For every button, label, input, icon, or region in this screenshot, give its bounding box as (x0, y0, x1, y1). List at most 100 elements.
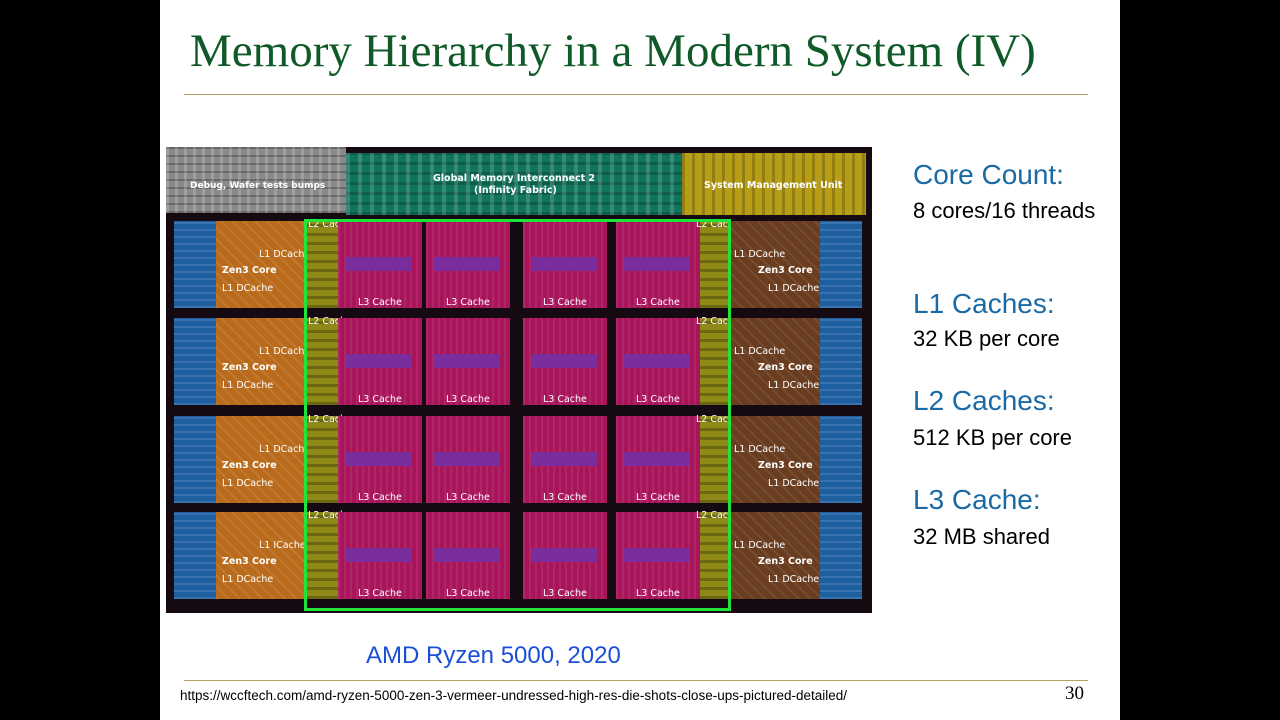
l2-left-1 (306, 318, 338, 405)
l1-lower-left-2: L1 DCache (222, 478, 274, 489)
l3-label-0-2: L3 Cache (543, 297, 587, 308)
core-left-1 (216, 318, 306, 405)
l2-label-right-0: L2 Cache (696, 219, 740, 230)
l3-label-2-2: L3 Cache (543, 492, 587, 503)
debug-label: Debug, Wafer tests bumps (190, 181, 326, 191)
l1-upper-right-0: L1 DCache (734, 249, 786, 260)
core-left-2 (216, 416, 306, 503)
l2-right-3 (700, 512, 730, 599)
slide: Memory Hierarchy in a Modern System (IV)… (160, 0, 1120, 720)
fpu-left-3 (174, 512, 216, 599)
l1-upper-left-1: L1 DCache (259, 346, 311, 357)
l2-right-0 (700, 221, 730, 308)
l2-left-0 (306, 221, 338, 308)
title-divider (184, 94, 1088, 95)
l1-lower-right-0: L1 DCache (768, 283, 820, 294)
source-link[interactable]: https://wccftech.com/amd-ryzen-5000-zen-… (180, 688, 848, 703)
l2-label-left-2: L2 Cache (308, 414, 352, 425)
l3-label-2-3: L3 Cache (636, 492, 680, 503)
slide-title: Memory Hierarchy in a Modern System (IV) (190, 25, 1036, 77)
core-left-3 (216, 512, 306, 599)
figure-caption: AMD Ryzen 5000, 2020 (366, 642, 621, 669)
l1-upper-left-0: L1 DCache (259, 249, 311, 260)
infinity-fabric-region (346, 153, 682, 215)
l3-tags-2-2 (531, 452, 597, 466)
l1-upper-right-2: L1 DCache (734, 444, 786, 455)
die-shot: Debug, Wafer tests bumps Global Memory In… (166, 147, 872, 613)
fpu-right-1 (820, 318, 862, 405)
l2-right-2 (700, 416, 730, 503)
stat-value-l3: 32 MB shared (913, 524, 1050, 549)
l3-tags-2-0 (346, 452, 412, 466)
l1-upper-left-3: L1 ICache (259, 540, 306, 551)
core-right-1 (730, 318, 820, 405)
core-right-3 (730, 512, 820, 599)
core-right-0 (730, 221, 820, 308)
l2-label-left-1: L2 Cache (308, 316, 352, 327)
l3-tags-2-3 (624, 452, 690, 466)
core-label-right-3: Zen3 Core (758, 556, 813, 567)
stat-value-l1: 32 KB per core (913, 326, 1060, 351)
stat-label-l1: L1 Caches: (913, 288, 1055, 319)
l1-lower-left-3: L1 DCache (222, 574, 274, 585)
l3-label-0-1: L3 Cache (446, 297, 490, 308)
l2-right-1 (700, 318, 730, 405)
l2-label-right-2: L2 Cache (696, 414, 740, 425)
l3-tags-1-1 (434, 354, 500, 368)
l3-label-3-3: L3 Cache (636, 588, 680, 599)
core-label-left-2: Zen3 Core (222, 460, 277, 471)
core-right-2 (730, 416, 820, 503)
l2-left-3 (306, 512, 338, 599)
l3-tags-1-3 (624, 354, 690, 368)
core-label-right-2: Zen3 Core (758, 460, 813, 471)
l3-tags-3-0 (346, 548, 412, 562)
l3-tags-0-0 (346, 257, 412, 271)
core-label-left-3: Zen3 Core (222, 556, 277, 567)
l1-upper-left-2: L1 DCache (259, 444, 311, 455)
l3-tags-0-2 (531, 257, 597, 271)
l1-lower-right-1: L1 DCache (768, 380, 820, 391)
page-number: 30 (1065, 683, 1084, 704)
l2-label-right-3: L2 Cache (696, 510, 740, 521)
l1-upper-right-1: L1 DCache (734, 346, 786, 357)
l3-tags-3-1 (434, 548, 500, 562)
stat-value-l2: 512 KB per core (913, 425, 1072, 450)
core-label-right-0: Zen3 Core (758, 265, 813, 276)
l3-label-3-1: L3 Cache (446, 588, 490, 599)
l1-lower-left-0: L1 DCache (222, 283, 274, 294)
stat-label-l2: L2 Caches: (913, 385, 1055, 416)
l3-label-1-2: L3 Cache (543, 394, 587, 405)
l1-upper-right-3: L1 DCache (734, 540, 786, 551)
l3-label-1-3: L3 Cache (636, 394, 680, 405)
infinity-fabric-label: Global Memory Interconnect 2 (433, 173, 596, 184)
fpu-left-0 (174, 221, 216, 308)
l3-label-0-3: L3 Cache (636, 297, 680, 308)
l3-label-0-0: L3 Cache (358, 297, 402, 308)
l3-label-2-1: L3 Cache (446, 492, 490, 503)
l3-tags-3-2 (531, 548, 597, 562)
l2-label-left-3: L2 Cache (308, 510, 352, 521)
core-label-left-0: Zen3 Core (222, 265, 277, 276)
l1-lower-right-3: L1 DCache (768, 574, 820, 585)
smu-label: System Management Unit (704, 180, 843, 191)
footer-divider (184, 680, 1088, 681)
fpu-right-0 (820, 221, 862, 308)
l3-highlight-box (304, 219, 731, 611)
core-label-left-1: Zen3 Core (222, 362, 277, 373)
l2-label-right-1: L2 Cache (696, 316, 740, 327)
fpu-right-3 (820, 512, 862, 599)
fpu-right-2 (820, 416, 862, 503)
stat-value-core-count: 8 cores/16 threads (913, 198, 1096, 223)
infinity-fabric-label-2: (Infinity Fabric) (474, 185, 557, 196)
core-left-0 (216, 221, 306, 308)
debug-region (166, 147, 346, 213)
fpu-left-1 (174, 318, 216, 405)
l1-lower-right-2: L1 DCache (768, 478, 820, 489)
l3-tags-3-3 (624, 548, 690, 562)
l1-lower-left-1: L1 DCache (222, 380, 274, 391)
l3-label-1-1: L3 Cache (446, 394, 490, 405)
smu-region (682, 153, 866, 215)
l3-label-1-0: L3 Cache (358, 394, 402, 405)
l3-tags-1-2 (531, 354, 597, 368)
l2-label-left-0: L2 Cache (308, 219, 352, 230)
